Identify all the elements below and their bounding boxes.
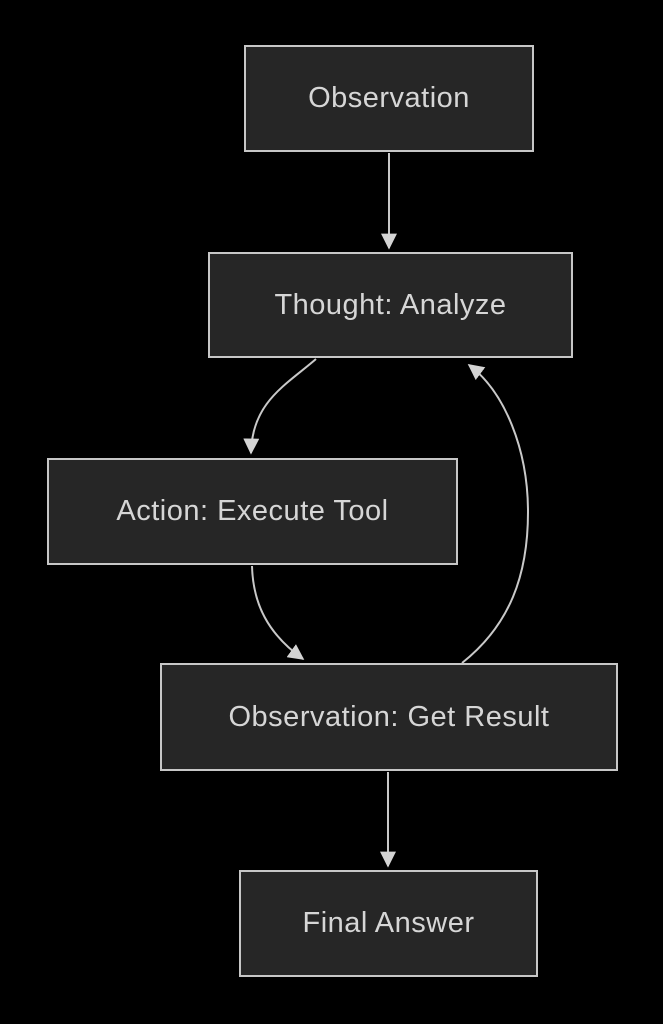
edge-observation-result-to-thought xyxy=(461,364,530,664)
node-observation-get-result-label: Observation: Get Result xyxy=(228,700,550,733)
node-final-answer: Final Answer xyxy=(239,870,538,977)
edge-thought-to-action xyxy=(243,358,317,455)
node-observation-label: Observation xyxy=(308,82,470,114)
node-observation: Observation xyxy=(244,45,534,152)
edge-action-to-observation-result xyxy=(251,565,305,660)
node-final-answer-label: Final Answer xyxy=(302,907,475,939)
node-action-execute-tool: Action: Execute Tool xyxy=(47,458,458,565)
node-thought-analyze: Thought: Analyze xyxy=(208,252,573,358)
node-observation-get-result: Observation: Get Result xyxy=(160,663,618,771)
node-action-execute-tool-label: Action: Execute Tool xyxy=(116,495,389,527)
node-thought-analyze-label: Thought: Analyze xyxy=(274,288,507,321)
